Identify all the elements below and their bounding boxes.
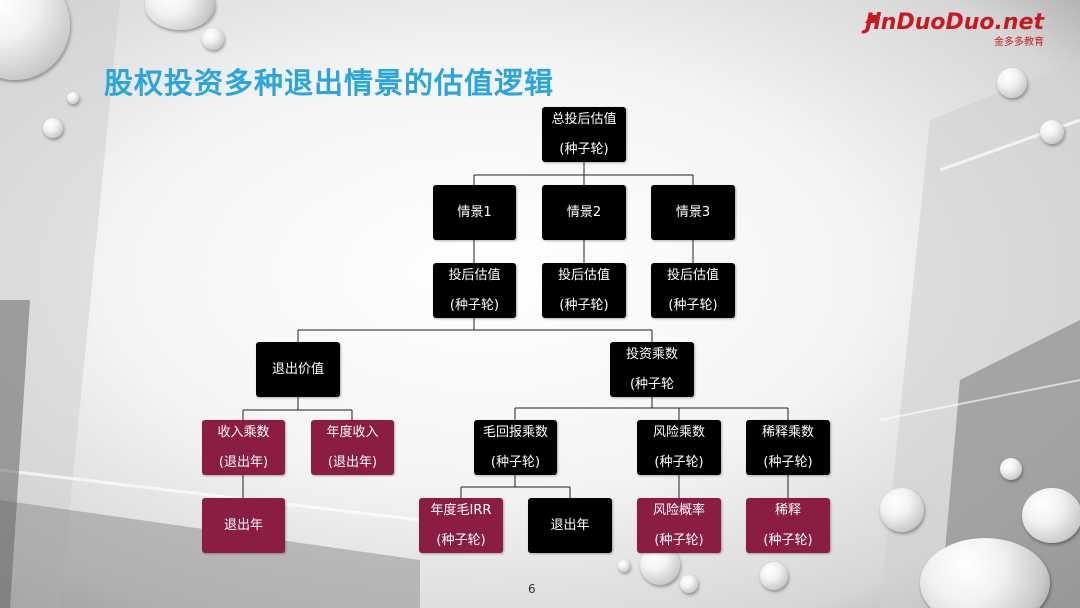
node-sublabel: (种子轮) [419,526,503,556]
node-risk-probability: 风险概率 (种子轮) [637,498,721,553]
node-sublabel: (种子轮) [746,526,830,556]
node-risk-multiple: 风险乘数 (种子轮) [637,420,721,475]
node-label: 稀释 [746,496,830,526]
node-sublabel: (退出年) [311,448,394,478]
node-label: 退出年 [202,511,285,541]
node-gross-return-multiple: 毛回报乘数 (种子轮) [474,420,557,475]
node-exit-value: 退出价值 [256,342,340,397]
node-sublabel: (种子轮) [474,448,557,478]
node-scenario-3: 情景3 [651,185,735,240]
node-label: 情景1 [433,198,516,228]
node-exit-year-revenue: 退出年 [202,498,285,553]
node-label: 情景3 [651,198,735,228]
node-label: 总投后估值 [542,105,626,135]
page-number: 6 [528,582,536,596]
node-post-valuation-1: 投后估值 (种子轮) [433,263,516,318]
node-label: 退出年 [528,511,612,541]
node-sublabel: (种子轮 [610,370,694,400]
node-label: 退出价值 [256,355,340,385]
node-label: 投后估值 [433,261,516,291]
node-label: 情景2 [542,198,626,228]
node-label: 年度毛IRR [419,496,503,526]
node-exit-year-return: 退出年 [528,498,612,553]
node-label: 毛回报乘数 [474,418,557,448]
node-label: 风险乘数 [637,418,721,448]
node-label: 风险概率 [637,496,721,526]
node-annual-revenue: 年度收入 (退出年) [311,420,394,475]
node-sublabel: (退出年) [202,448,285,478]
node-dilution: 稀释 (种子轮) [746,498,830,553]
node-sublabel: (种子轮) [651,291,735,321]
node-sublabel: (种子轮) [746,448,830,478]
node-sublabel: (种子轮) [637,526,721,556]
node-scenario-2: 情景2 [542,185,626,240]
node-label: 投资乘数 [610,340,694,370]
node-revenue-multiple: 收入乘数 (退出年) [202,420,285,475]
node-sublabel: (种子轮) [542,135,626,165]
node-sublabel: (种子轮) [637,448,721,478]
node-investment-multiple: 投资乘数 (种子轮 [610,342,694,397]
node-post-valuation-3: 投后估值 (种子轮) [651,263,735,318]
node-label: 年度收入 [311,418,394,448]
node-sublabel: (种子轮) [433,291,516,321]
node-dilution-multiple: 稀释乘数 (种子轮) [746,420,830,475]
node-total-post-valuation: 总投后估值 (种子轮) [542,107,626,162]
node-scenario-1: 情景1 [433,185,516,240]
node-annual-gross-irr: 年度毛IRR (种子轮) [419,498,503,553]
node-label: 收入乘数 [202,418,285,448]
node-sublabel: (种子轮) [542,291,626,321]
node-post-valuation-2: 投后估值 (种子轮) [542,263,626,318]
node-label: 稀释乘数 [746,418,830,448]
node-label: 投后估值 [651,261,735,291]
node-label: 投后估值 [542,261,626,291]
